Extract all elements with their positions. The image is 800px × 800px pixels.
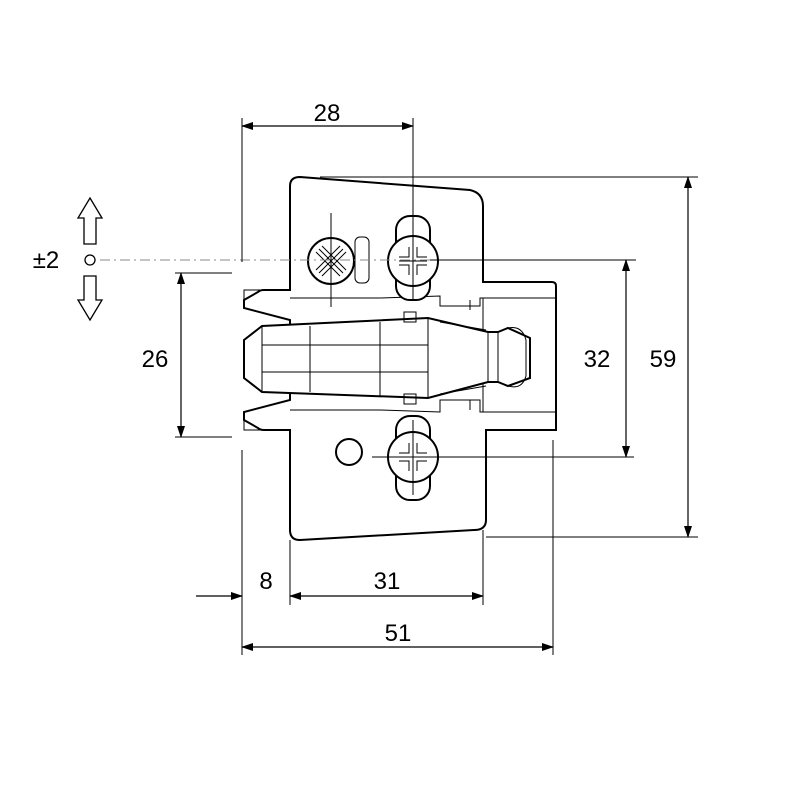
dim-total-width: 51: [385, 620, 412, 647]
slot-body: [243, 311, 531, 405]
adjust-down-arrow-icon: [76, 275, 104, 322]
dim-top-width: 28: [314, 100, 341, 127]
adjust-up-arrow-icon: [76, 196, 104, 245]
center-lines: [100, 118, 634, 495]
dim-tolerance: ±2: [33, 247, 60, 274]
dim-offset-mid: 31: [374, 568, 401, 595]
dim-left-height: 26: [142, 346, 169, 373]
adjust-center-dot: [84, 254, 96, 266]
dim-outer-height: 59: [650, 346, 677, 373]
dim-inner-height: 32: [584, 346, 611, 373]
mounting-hole: [335, 438, 363, 466]
extension-lines: [175, 118, 698, 655]
dimension-lines: [177, 122, 692, 651]
dim-offset-small: 8: [259, 568, 272, 595]
